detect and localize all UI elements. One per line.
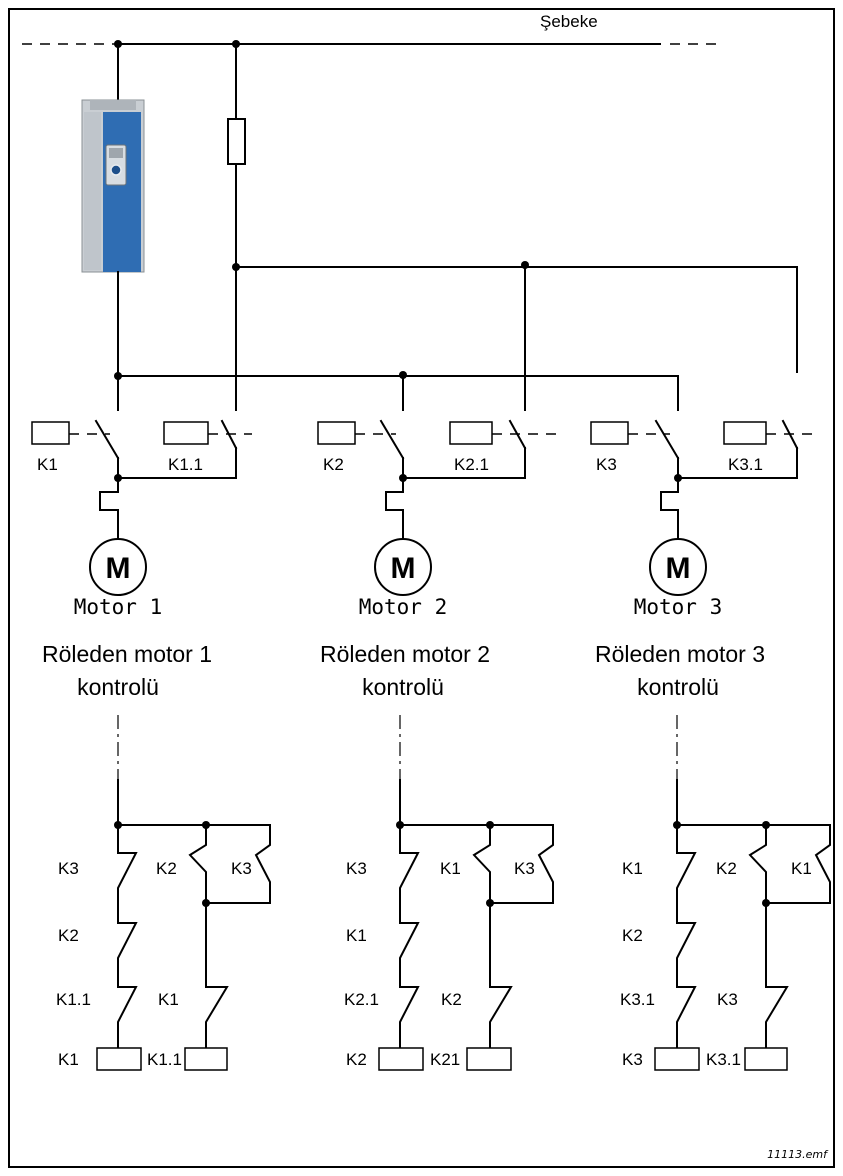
ladder-1-label: K3 bbox=[231, 859, 252, 878]
ladder-2-label: K3 bbox=[514, 859, 535, 878]
ladder-2-label: K3 bbox=[346, 859, 367, 878]
ladder-1-coil-label: K1 bbox=[58, 1050, 79, 1069]
relay-coil-k2 bbox=[317, 421, 356, 445]
motor-2-coil-label: K2 bbox=[323, 455, 344, 474]
motor-2-bypass-label: K2.1 bbox=[454, 455, 489, 474]
ladder-1-coil-label: K1.1 bbox=[147, 1050, 182, 1069]
ladder-3-coil-label: K3 bbox=[622, 1050, 643, 1069]
ladder-2-label: K2 bbox=[441, 990, 462, 1009]
coil-symbol bbox=[378, 1047, 424, 1071]
ladder-3-label: K1 bbox=[791, 859, 812, 878]
resistor-symbol bbox=[227, 118, 246, 165]
ladder-1-label: K2 bbox=[156, 859, 177, 878]
coil-symbol bbox=[96, 1047, 142, 1071]
motor-1-bypass-label: K1.1 bbox=[168, 455, 203, 474]
relay-coil-k3-1 bbox=[723, 421, 767, 445]
ladder-2-coil-label: K21 bbox=[430, 1050, 460, 1069]
motor-1-caption-line1: Röleden motor 1 bbox=[42, 641, 212, 667]
ladder-1-label: K2 bbox=[58, 926, 79, 945]
motor-symbol: M bbox=[666, 552, 691, 585]
motor-icon: M bbox=[89, 538, 147, 596]
motor-3-caption-line1: Röleden motor 3 bbox=[595, 641, 765, 667]
diagram-frame bbox=[8, 8, 835, 1168]
control-ladder-3: K1 K2 K3.1 K2 K1 K3 K3 K3.1 bbox=[620, 715, 831, 1071]
ladder-1-label: K1 bbox=[158, 990, 179, 1009]
ladder-2-coil-label: K2 bbox=[346, 1050, 367, 1069]
ladder-2-label: K2.1 bbox=[344, 990, 379, 1009]
motor-3-caption-line2: kontrolü bbox=[637, 674, 719, 700]
control-ladder-1: K3 K2 K1.1 K2 K3 K1 K1 K1.1 bbox=[56, 715, 271, 1071]
coil-symbol bbox=[744, 1047, 788, 1071]
motor-3-power-circuit: M K3 K3.1 Motor 3 Röleden motor 3 kontro… bbox=[590, 419, 820, 700]
motor-2-name: Motor 2 bbox=[359, 595, 448, 619]
coil-symbol bbox=[466, 1047, 512, 1071]
motor-symbol: M bbox=[391, 552, 416, 585]
ladder-1-label: K1.1 bbox=[56, 990, 91, 1009]
motor-1-name: Motor 1 bbox=[74, 595, 163, 619]
ladder-2-label: K1 bbox=[346, 926, 367, 945]
motor-3-coil-label: K3 bbox=[596, 455, 617, 474]
ladder-3-label: K2 bbox=[716, 859, 737, 878]
ladder-2-label: K1 bbox=[440, 859, 461, 878]
network-label: Şebeke bbox=[540, 12, 598, 31]
ladder-3-label: K3.1 bbox=[620, 990, 655, 1009]
motor-1-coil-label: K1 bbox=[37, 455, 58, 474]
relay-coil-k1-1 bbox=[163, 421, 209, 445]
motor-1-caption-line2: kontrolü bbox=[77, 674, 159, 700]
motor-2-caption-line2: kontrolü bbox=[362, 674, 444, 700]
motor-3-bypass-label: K3.1 bbox=[728, 455, 763, 474]
ladder-3-label: K2 bbox=[622, 926, 643, 945]
ladder-3-label: K1 bbox=[622, 859, 643, 878]
relay-coil-k2-1 bbox=[449, 421, 493, 445]
ladder-1-label: K3 bbox=[58, 859, 79, 878]
coil-symbol bbox=[654, 1047, 700, 1071]
relay-coil-k1 bbox=[31, 421, 70, 445]
motor-2-caption-line1: Röleden motor 2 bbox=[320, 641, 490, 667]
motor-2-power-circuit: M K2 K2.1 Motor 2 Röleden motor 2 kontro… bbox=[317, 419, 560, 700]
motor-3-name: Motor 3 bbox=[634, 595, 723, 619]
ladder-3-label: K3 bbox=[717, 990, 738, 1009]
frequency-converter-icon bbox=[81, 43, 145, 273]
motor-1-power-circuit: M K1 K1.1 Motor 1 Röleden motor 1 kontro… bbox=[31, 419, 252, 700]
motor-symbol: M bbox=[106, 552, 131, 585]
motor-icon: M bbox=[649, 538, 707, 596]
ladder-3-coil-label: K3.1 bbox=[706, 1050, 741, 1069]
motor-icon: M bbox=[374, 538, 432, 596]
control-ladder-2: K3 K1 K2.1 K1 K3 K2 K2 K21 bbox=[344, 715, 554, 1071]
relay-coil-k3 bbox=[590, 421, 629, 445]
file-label: 11113.emf bbox=[767, 1148, 829, 1161]
coil-symbol bbox=[184, 1047, 228, 1071]
